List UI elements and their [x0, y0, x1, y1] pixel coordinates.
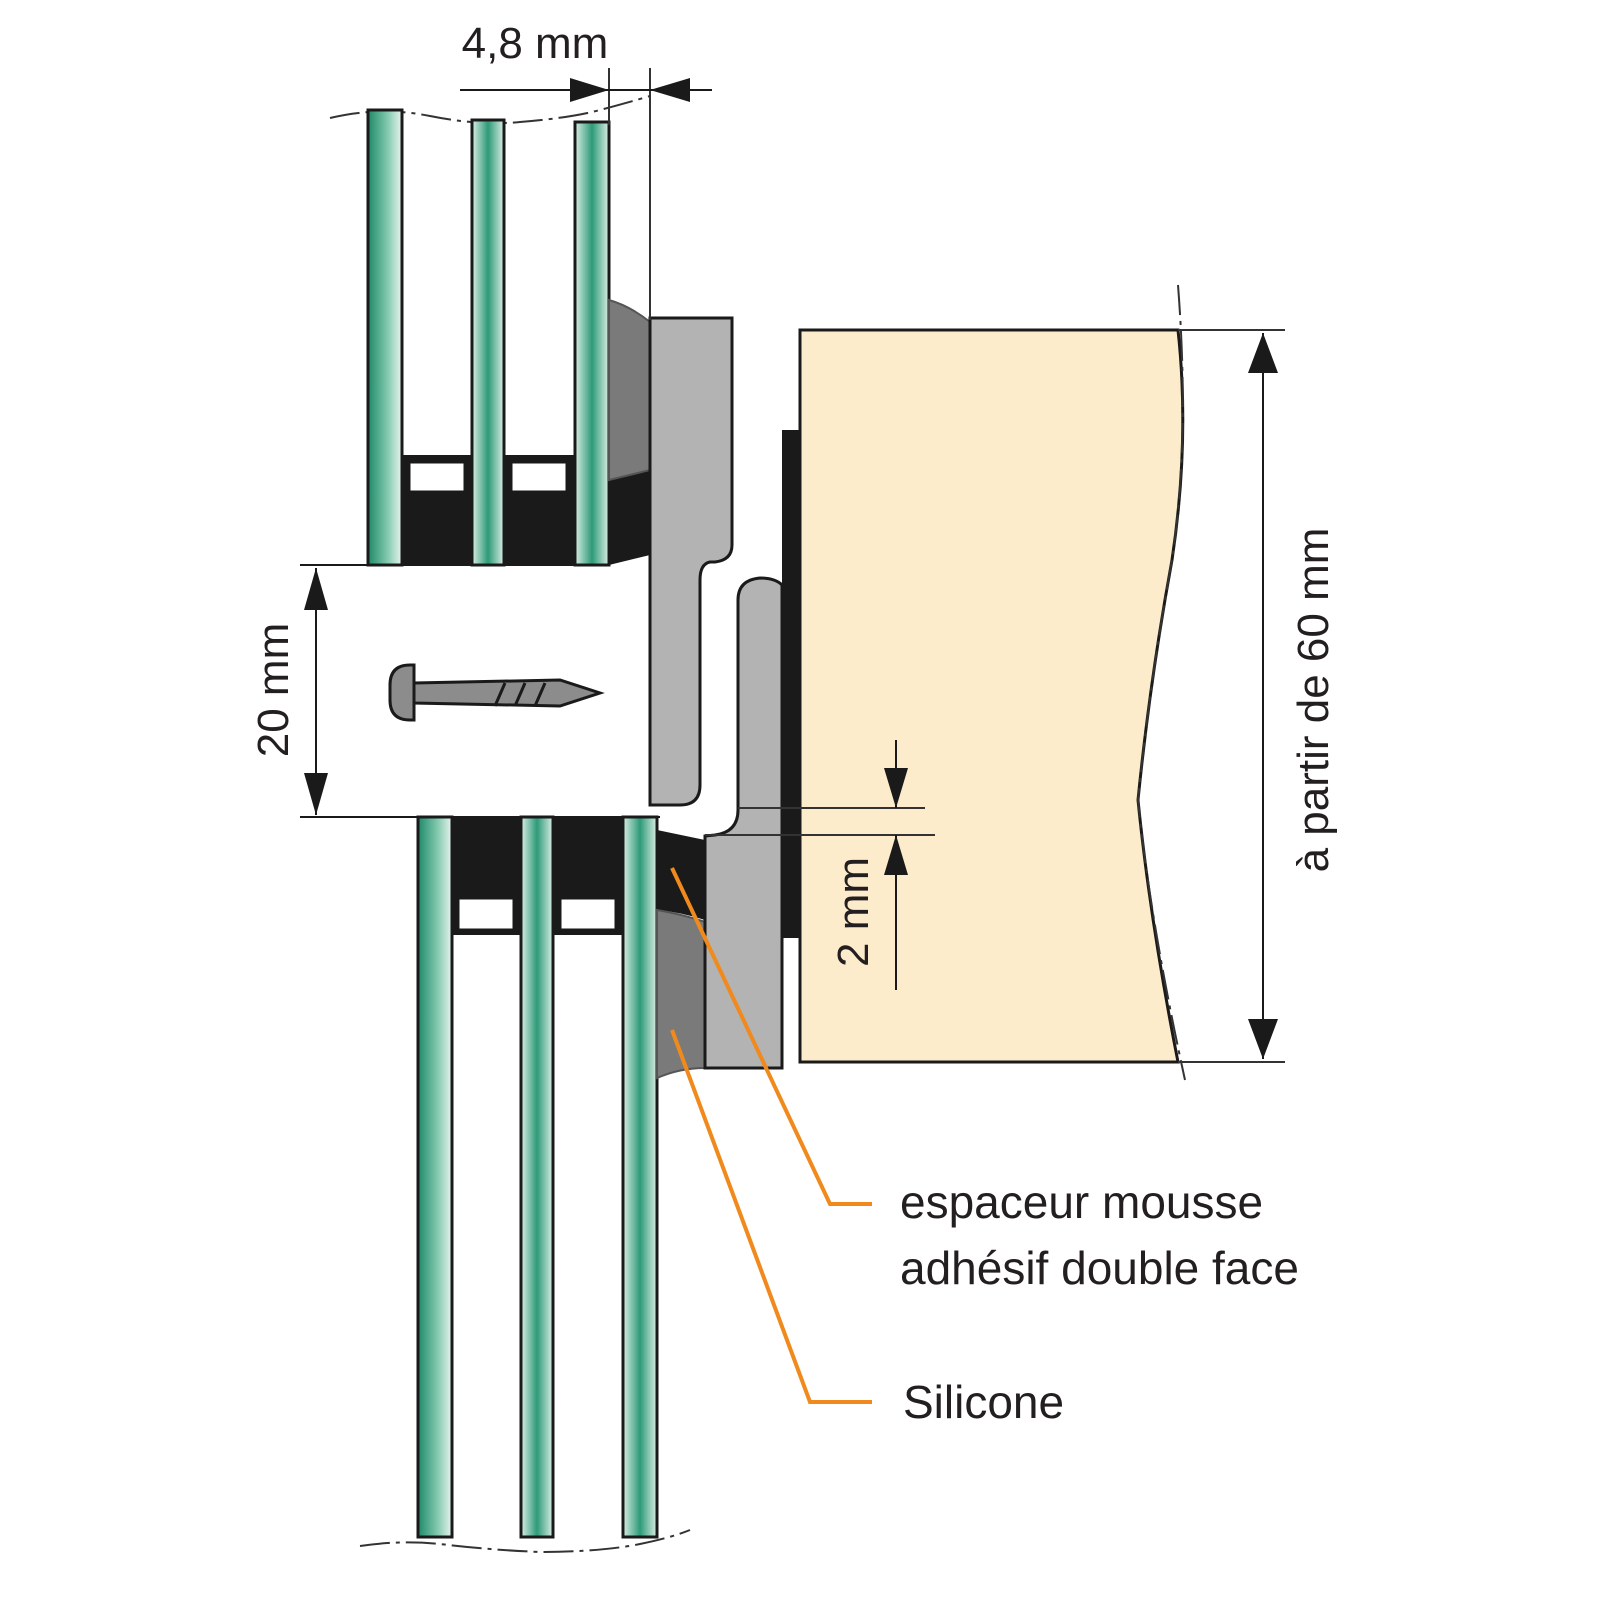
glass-offset-label: 4,8 mm: [462, 19, 609, 68]
lower-glazing-unit: [300, 815, 706, 1554]
upper-glass-pane-outer: [366, 108, 404, 567]
lower-glass-pane-middle: [519, 815, 555, 1539]
dimension-glass-offset: 4,8 mm: [460, 19, 712, 320]
spacer-arrow-top: [884, 768, 908, 808]
upper-glazing-unit: [300, 95, 651, 567]
support-arrow-bottom: [1248, 1019, 1278, 1059]
upper-spacer-1: [407, 460, 467, 494]
dimension-spacer-gap: 2 mm: [705, 740, 935, 990]
screw-head: [388, 663, 416, 722]
foam-spacer-leader: [670, 867, 872, 1206]
dimension-support-height: à partir de 60 mm: [1178, 329, 1338, 1063]
joint-arrow-bottom: [304, 773, 328, 815]
screw-thread-3: [533, 682, 547, 707]
foam-spacer-strip: [782, 430, 800, 938]
lower-glass-pane-outer: [416, 815, 454, 1539]
foam-spacer-label-line1: espaceur mousse: [900, 1176, 1263, 1228]
screw-icon: [388, 663, 605, 722]
support-arrow-top: [1248, 333, 1278, 373]
upper-edge-seal: [609, 470, 650, 565]
upper-bracket: [648, 316, 734, 807]
lower-spacer-2: [558, 896, 618, 932]
wood-break-line: [1136, 284, 1186, 1081]
upper-spacer-2: [509, 460, 569, 494]
joint-gap-label: 20 mm: [249, 623, 298, 757]
lower-spacer-1: [456, 896, 516, 932]
aluminium-brackets: [648, 316, 800, 1070]
screw-thread-1: [493, 682, 507, 707]
silicone-label: Silicone: [903, 1376, 1064, 1428]
screw-thread-2: [513, 682, 527, 707]
screw-shank: [412, 678, 605, 708]
silicone-leader: [670, 1029, 872, 1404]
lower-bracket: [703, 576, 784, 1070]
callout-foam-spacer: espaceur mousse adhésif double face: [670, 867, 1299, 1294]
upper-glass-pane-middle: [470, 118, 506, 567]
joint-arrow-top: [304, 568, 328, 610]
lower-glass-pane-inner: [621, 815, 659, 1539]
spacer-arrow-bottom: [884, 835, 908, 875]
foam-spacer-label-line2: adhésif double face: [900, 1242, 1299, 1294]
callout-silicone: Silicone: [670, 1029, 1064, 1428]
offset-arrow-right: [650, 78, 690, 102]
support-height-label: à partir de 60 mm: [1289, 528, 1338, 873]
dimension-joint-gap: 20 mm: [249, 568, 328, 815]
upper-silicone-bead: [608, 298, 651, 482]
upper-glass-pane-inner: [573, 120, 611, 567]
lower-edge-seal: [657, 830, 705, 920]
lower-break-line: [359, 1529, 691, 1554]
offset-arrow-left: [570, 78, 609, 102]
spacer-gap-label: 2 mm: [829, 857, 878, 967]
